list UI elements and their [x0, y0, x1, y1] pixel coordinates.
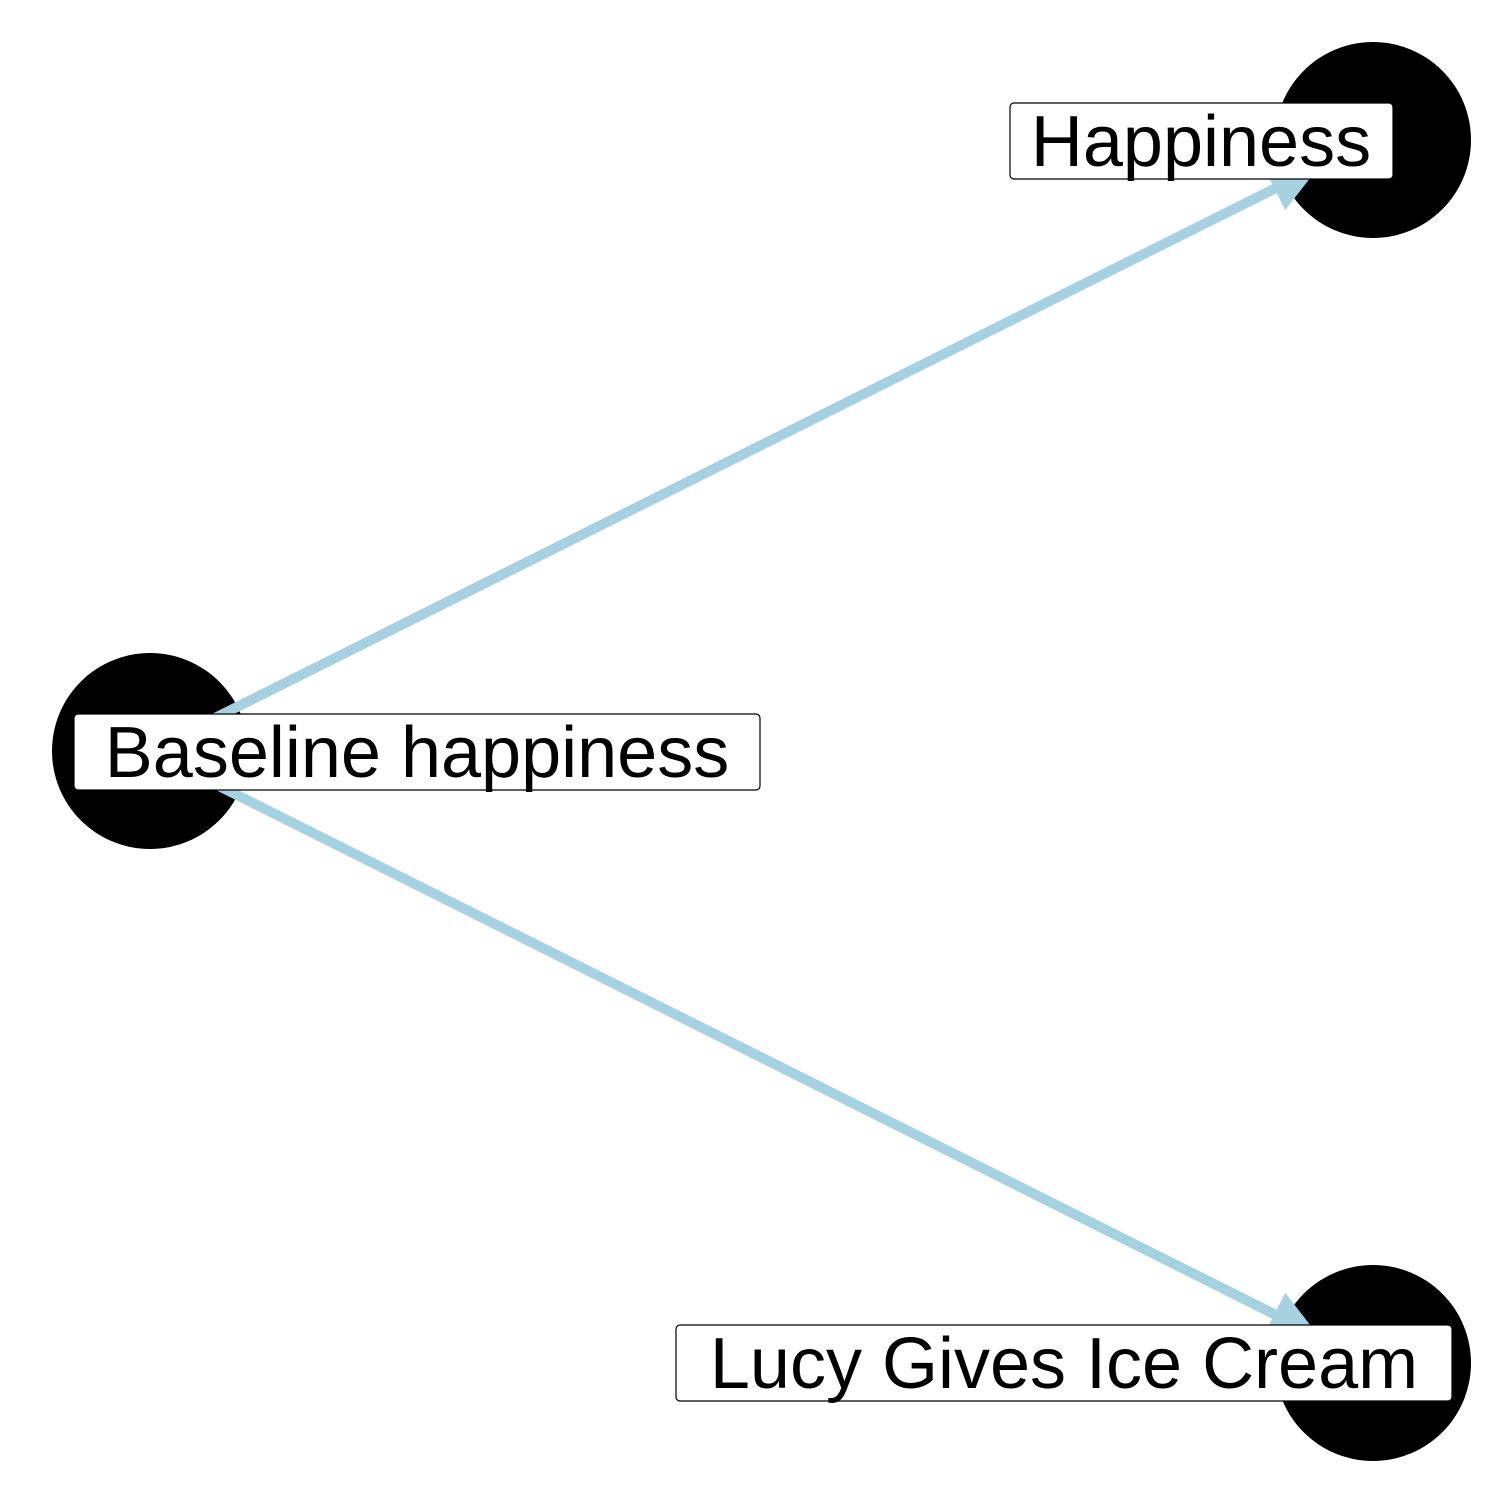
label-box-happiness	[1009, 102, 1394, 180]
label-box-icecream	[675, 1324, 1453, 1402]
label-text-baseline: Baseline happiness	[105, 713, 729, 793]
label-text-happiness: Happiness	[1031, 102, 1371, 182]
edges-layer	[208, 165, 1320, 1338]
edge-baseline-to-happiness	[208, 165, 1320, 725]
edge-baseline-to-icecream	[208, 777, 1320, 1338]
node-happiness-label: Happiness	[1009, 102, 1394, 182]
labels-layer: Baseline happiness Happiness Lucy Gives …	[73, 102, 1453, 1404]
node-baseline-label: Baseline happiness	[73, 713, 761, 793]
label-text-icecream: Lucy Gives Ice Cream	[710, 1324, 1418, 1404]
node-icecream-label: Lucy Gives Ice Cream	[675, 1324, 1453, 1404]
label-box-baseline	[73, 713, 761, 791]
